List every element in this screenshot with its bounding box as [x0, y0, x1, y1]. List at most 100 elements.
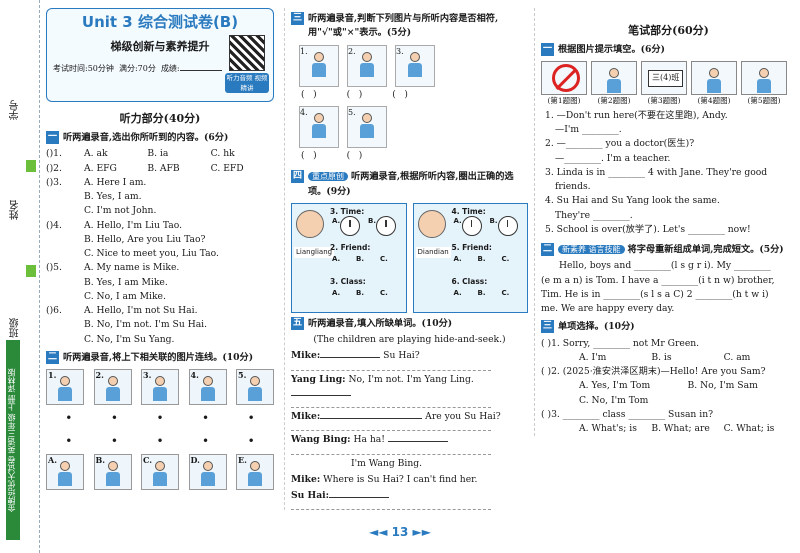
option[interactable]: C. am	[723, 351, 751, 363]
option[interactable]: B. Hello, Are you Liu Tao?	[84, 233, 206, 245]
fill-blank[interactable]	[362, 418, 423, 420]
choice-question[interactable]: ( )3. ________ class ________ Susan in?	[541, 408, 714, 420]
option-letter[interactable]: A.	[453, 288, 462, 297]
writing-line[interactable]	[291, 425, 491, 432]
match-picture[interactable]: 1.	[46, 369, 84, 406]
option[interactable]: B. No, I'm Sam	[687, 380, 758, 392]
option-letter[interactable]: A.	[453, 216, 462, 225]
option[interactable]: C. No, I am Mike.	[84, 290, 166, 302]
fill-blank[interactable]	[320, 357, 381, 359]
option-letter[interactable]: B.	[356, 254, 364, 263]
answer-bracket[interactable]	[46, 247, 84, 261]
writing-line[interactable]	[291, 402, 491, 409]
option[interactable]: C. No, I'm Tom	[579, 394, 649, 406]
question-line[interactable]: 2. —________ you a doctor(医生)?	[545, 138, 695, 150]
answer-bracket[interactable]: ()5.	[46, 262, 62, 274]
option[interactable]: B. Yes, I am.	[84, 191, 142, 203]
answer-bracket[interactable]: ()3.	[46, 176, 62, 188]
match-picture[interactable]: 3.	[141, 369, 179, 406]
clock-icon[interactable]	[340, 215, 360, 236]
question-line[interactable]: 5. School is over(放学了). Let's ________ n…	[545, 223, 751, 235]
qr-code-icon[interactable]	[229, 35, 265, 71]
fill-blank[interactable]	[387, 441, 448, 443]
match-picture[interactable]: B.	[93, 454, 132, 491]
option[interactable]: A. ak	[84, 148, 108, 160]
fill-blank[interactable]	[329, 497, 390, 499]
match-picture[interactable]: E.	[236, 454, 274, 491]
answer-bracket[interactable]: ()1.	[46, 148, 62, 160]
answer-bracket[interactable]: ()2.	[46, 162, 62, 174]
option[interactable]: A. Yes, I'm Tom	[579, 380, 651, 392]
answer-bracket[interactable]	[46, 276, 84, 290]
writing-line[interactable]	[291, 449, 491, 455]
option[interactable]: A. What's; is	[579, 423, 637, 435]
question-line[interactable]: —________. I'm a teacher.	[555, 152, 671, 164]
option[interactable]: B. No, I'm not. I'm Su Hai.	[84, 319, 208, 331]
option[interactable]: C. I'm not John.	[84, 205, 157, 217]
option-letter[interactable]: B.	[356, 288, 364, 297]
answer-bracket[interactable]	[46, 190, 84, 204]
question-line[interactable]: —I'm ________.	[555, 124, 622, 136]
option-letter[interactable]: B.	[477, 288, 486, 297]
passage-line[interactable]: (e m a n) is Tom. I have a ________(i t …	[541, 274, 775, 286]
option-letter[interactable]: A.	[332, 254, 341, 263]
answer-bracket[interactable]	[46, 333, 84, 347]
option-letter[interactable]: B.	[477, 254, 486, 263]
option[interactable]: C. Nice to meet you, Liu Tao.	[84, 248, 219, 260]
option-letter[interactable]: B.	[489, 216, 498, 225]
option[interactable]: B. Yes, I am Mike.	[84, 276, 168, 288]
passage-line[interactable]: me. We are happy every day.	[541, 303, 675, 315]
score-blank[interactable]	[179, 70, 222, 72]
fill-blank[interactable]	[320, 418, 363, 420]
match-picture[interactable]: 4.	[188, 369, 227, 406]
option[interactable]: B. is	[651, 351, 672, 363]
option[interactable]: A. Hello, I'm not Su Hai.	[84, 305, 198, 317]
option-letter[interactable]: C.	[501, 254, 510, 263]
choice-question[interactable]: ( )2. (2025·淮安洪泽区期末)—Hello! Are you Sam?	[541, 366, 766, 378]
option[interactable]: B. AFB	[147, 162, 180, 174]
match-picture[interactable]: 2.	[93, 369, 132, 406]
option[interactable]: B. ia	[147, 148, 169, 160]
option-letter[interactable]: A.	[453, 254, 462, 263]
fill-blank[interactable]	[291, 394, 351, 396]
option[interactable]: C. EFD	[210, 162, 244, 174]
match-picture[interactable]: D.	[188, 454, 227, 491]
answer-bracket[interactable]	[46, 318, 84, 332]
option-letter[interactable]: B.	[368, 216, 376, 225]
option[interactable]: A. Hello, I'm Liu Tao.	[84, 219, 183, 231]
question-line[interactable]: They're ________.	[555, 209, 633, 221]
clock-icon[interactable]	[376, 215, 396, 236]
match-picture[interactable]: 5.	[236, 369, 274, 406]
writing-line[interactable]	[291, 365, 491, 371]
writing-line[interactable]	[291, 504, 491, 511]
option[interactable]: A. Here I am.	[84, 176, 147, 188]
option[interactable]: B. What; are	[651, 423, 710, 435]
option-letter[interactable]: A.	[332, 288, 341, 297]
answer-bracket[interactable]	[46, 233, 84, 247]
option[interactable]: A. I'm	[579, 351, 607, 363]
answer-bracket[interactable]: ()6.	[46, 305, 62, 317]
option[interactable]: C. No, I'm Su Yang.	[84, 333, 175, 345]
clock-icon[interactable]	[497, 215, 518, 236]
option[interactable]: C. What; is	[723, 423, 775, 435]
question-line[interactable]: 1. —Don't run here(不要在这里跑), Andy.	[545, 109, 728, 121]
clock-icon[interactable]	[461, 215, 482, 236]
option[interactable]: A. My name is Mike.	[84, 262, 180, 274]
answer-bracket[interactable]	[46, 290, 84, 304]
option-letter[interactable]: C.	[380, 254, 388, 263]
question-line[interactable]: 3. Linda is in ________ 4 with Jane. The…	[545, 166, 768, 178]
option-letter[interactable]: C.	[501, 288, 510, 297]
answer-bracket[interactable]	[46, 204, 84, 218]
question-line[interactable]: 4. Su Hai and Su Yang look the same.	[545, 195, 720, 207]
passage-line[interactable]: Tim. He is in ________(s l s a C) 2 ____…	[541, 288, 769, 300]
question-line[interactable]: friends.	[555, 181, 591, 193]
option-letter[interactable]: A.	[332, 216, 341, 225]
answer-bracket[interactable]: ()4.	[46, 219, 62, 231]
match-picture[interactable]: A.	[46, 454, 84, 491]
choice-question[interactable]: ( )1. Sorry, ________ not Mr Green.	[541, 337, 700, 349]
match-picture[interactable]: C.	[141, 454, 179, 491]
passage-line[interactable]: Hello, boys and ________(l s g r i). My …	[559, 260, 771, 272]
option-letter[interactable]: C.	[380, 288, 388, 297]
option[interactable]: C. hk	[210, 148, 235, 160]
option[interactable]: A. EFG	[84, 162, 117, 174]
